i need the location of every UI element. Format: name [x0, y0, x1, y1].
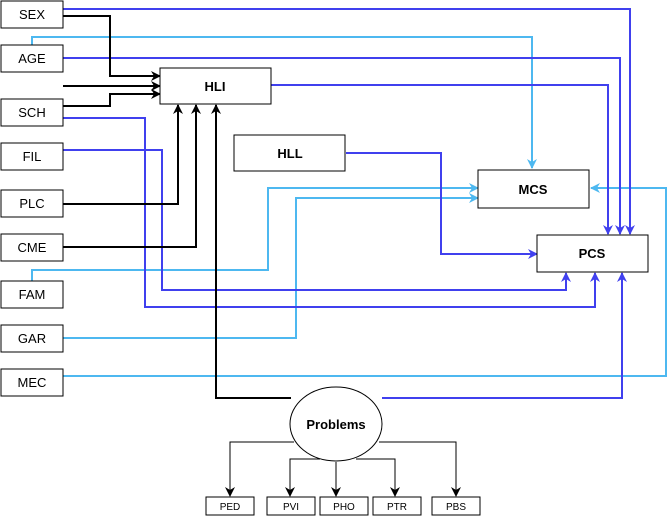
edge-problems-hli: [211, 104, 291, 399]
node-fam: FAM: [0, 280, 64, 309]
node-pbs-label: PBS: [446, 502, 466, 513]
node-mec-label: MEC: [18, 375, 47, 390]
edge-fil-pcs: [63, 149, 571, 291]
node-pho-label: PHO: [333, 502, 355, 513]
node-age-label: AGE: [18, 51, 46, 66]
edges: [31, 8, 667, 497]
node-gar-label: GAR: [18, 331, 46, 346]
node-ped: PED: [205, 496, 255, 516]
node-fam-label: FAM: [19, 287, 46, 302]
node-fil: FIL: [0, 142, 64, 171]
node-hli: HLI: [159, 67, 272, 105]
node-sch-label: SCH: [18, 105, 45, 120]
node-pho: PHO: [319, 496, 369, 516]
node-plc-label: PLC: [19, 196, 44, 211]
edge-cme-hli: [63, 104, 201, 248]
edge-problems-ptr: [356, 458, 400, 497]
edge-gar-mcs: [63, 193, 479, 339]
node-hll: HLL: [233, 134, 346, 172]
edge-age-mcs: [31, 36, 537, 169]
edge-hli-pcs: [271, 84, 613, 235]
edge-sex-pcs: [63, 8, 635, 235]
edge-sch-hli: [63, 89, 161, 107]
node-ped-label: PED: [220, 502, 241, 513]
nodes: SEX AGE SCH FIL PLC CME FAM GAR: [0, 0, 649, 516]
edge-mec-mcs: [63, 183, 667, 377]
node-plc: PLC: [0, 189, 64, 218]
node-sch: SCH: [0, 98, 64, 127]
node-ptr-label: PTR: [387, 502, 407, 513]
edge-problems-pcs: [382, 272, 627, 399]
edge-problems-pbs: [379, 441, 461, 497]
edge-fam-mcs: [31, 183, 479, 281]
node-mcs-label: MCS: [519, 182, 548, 197]
node-hli-label: HLI: [205, 79, 226, 94]
node-problems: Problems: [289, 386, 383, 462]
node-sex-label: SEX: [19, 7, 45, 22]
node-mec: MEC: [0, 368, 64, 397]
node-cme-label: CME: [18, 240, 47, 255]
node-hll-label: HLL: [277, 146, 302, 161]
node-fil-label: FIL: [23, 149, 42, 164]
node-pcs-label: PCS: [579, 246, 606, 261]
edge-sch-pcs: [63, 117, 600, 308]
node-pvi: PVI: [266, 496, 316, 516]
node-age: AGE: [0, 44, 64, 73]
edge-problems-ped: [225, 441, 294, 497]
node-cme: CME: [0, 233, 64, 262]
node-pvi-label: PVI: [283, 502, 299, 513]
node-problems-label: Problems: [306, 417, 365, 432]
node-ptr: PTR: [372, 496, 422, 516]
node-pbs: PBS: [431, 496, 481, 516]
node-gar: GAR: [0, 324, 64, 353]
edge-problems-pvi: [285, 458, 320, 497]
edge-sex-hli: [63, 15, 161, 81]
edge-hll-pcs: [346, 152, 538, 259]
problems-indicator-edges: [225, 441, 461, 497]
node-mcs: MCS: [477, 169, 590, 209]
edge-plc-hli: [63, 104, 183, 205]
edge-age-pcs: [63, 57, 625, 235]
node-pcs: PCS: [536, 234, 649, 273]
node-sex: SEX: [0, 0, 64, 29]
